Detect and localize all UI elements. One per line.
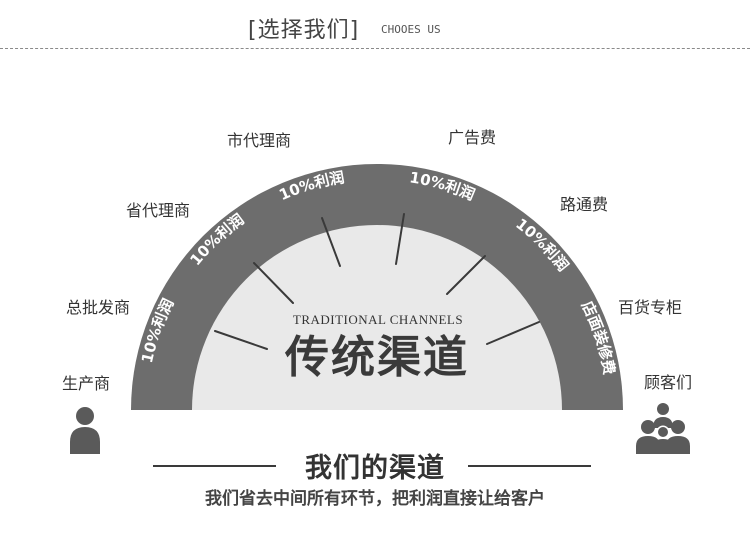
- footer-subtitle: 我们省去中间所有环节，把利润直接让给客户: [205, 489, 545, 509]
- stage-ads: 广告费: [448, 128, 496, 147]
- stage-department: 百货专柜: [618, 298, 682, 317]
- radial-line: [395, 213, 405, 265]
- footer-divider-right: [468, 465, 591, 467]
- section-subtitle: CHOOES US: [381, 23, 441, 36]
- radial-line: [446, 255, 486, 295]
- footer-title: 我们的渠道: [305, 453, 445, 484]
- stage-wholesale: 总批发商: [66, 298, 130, 317]
- radial-line: [253, 262, 294, 304]
- stage-road: 路通费: [560, 195, 608, 214]
- section-title: [选择我们]: [248, 18, 360, 43]
- stage-producer: 生产商: [62, 374, 110, 393]
- stage-customers: 顾客们: [644, 373, 692, 392]
- stage-provincial: 省代理商: [126, 201, 190, 220]
- radial-line: [214, 330, 268, 350]
- radial-line: [321, 217, 341, 267]
- radial-line: [486, 321, 540, 345]
- section-header: [选择我们] CHOOES US: [0, 0, 750, 49]
- center-title-cn: 传统渠道: [284, 332, 469, 383]
- customers-group-icon: [636, 403, 690, 454]
- center-title-en: TRADITIONAL CHANNELS: [293, 312, 463, 327]
- footer-divider-left: [153, 465, 276, 467]
- radial-lines: [214, 213, 540, 350]
- producer-person-icon: [70, 407, 100, 454]
- stage-city: 市代理商: [227, 131, 291, 150]
